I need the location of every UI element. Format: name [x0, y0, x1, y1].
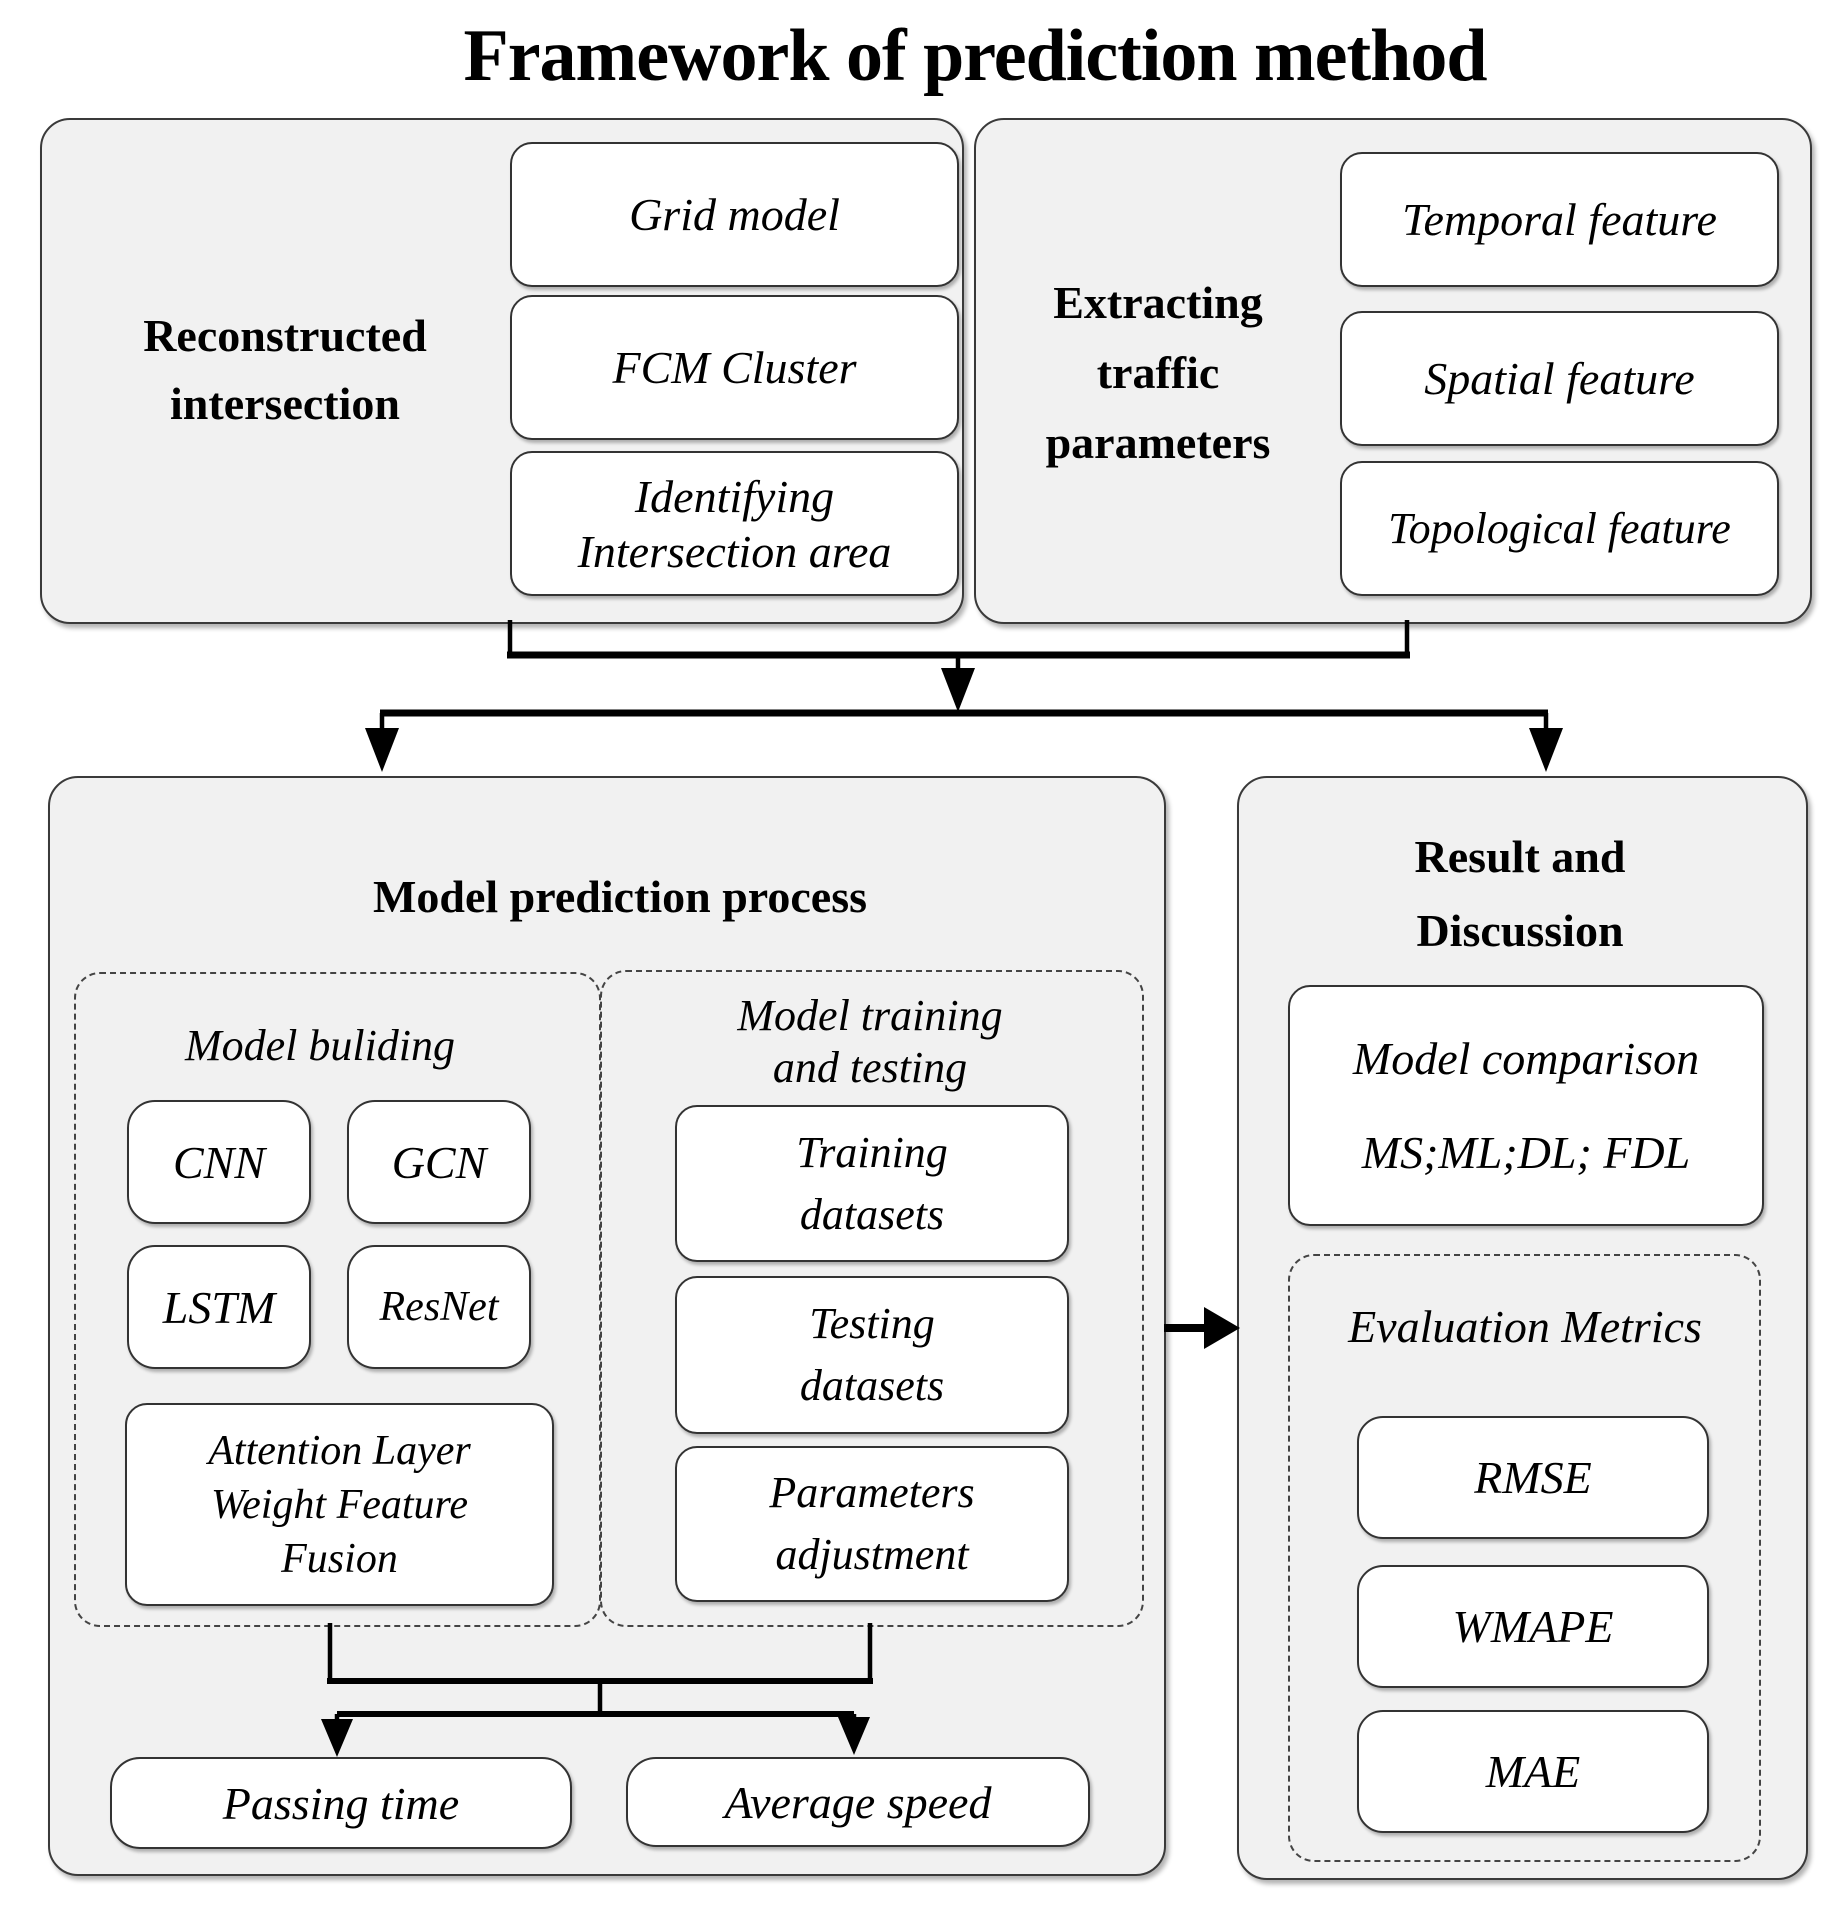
heading-line: traffic	[1096, 347, 1220, 398]
diagram-title: Framework of prediction method	[463, 15, 1488, 97]
node-model-comparison: Model comparison MS;ML;DL; FDL	[1288, 985, 1764, 1226]
node-label: FCM Cluster	[612, 342, 857, 393]
node-cnn: CNN	[127, 1100, 311, 1224]
node-gcn: GCN	[347, 1100, 531, 1224]
evaluation-metrics-heading: Evaluation Metrics	[1348, 1301, 1702, 1352]
node-label-line: datasets	[799, 1189, 945, 1239]
model-building-heading: Model buliding	[184, 1021, 456, 1070]
group-evaluation-metrics	[1288, 1254, 1761, 1862]
node-label: Temporal feature	[1402, 194, 1717, 245]
node-label-line: Fusion	[281, 1535, 398, 1582]
node-wmape: WMAPE	[1357, 1565, 1709, 1688]
node-label-line: Attention Layer	[208, 1427, 471, 1474]
node-testing-datasets: Testing datasets	[675, 1276, 1069, 1434]
node-resnet: ResNet	[347, 1245, 531, 1369]
heading-line: Extracting	[1053, 277, 1263, 328]
node-lstm: LSTM	[127, 1245, 311, 1369]
node-label: ResNet	[379, 1284, 499, 1330]
node-label-line: MS;ML;DL; FDL	[1361, 1126, 1691, 1178]
extracting-parameters-heading: Extracting traffic parameters	[940, 268, 1376, 478]
node-label-line: Weight Feature	[210, 1481, 468, 1528]
node-rmse: RMSE	[1357, 1416, 1709, 1539]
node-label-line: datasets	[799, 1361, 945, 1410]
heading-line: Result and	[1414, 831, 1626, 882]
node-label: Spatial feature	[1424, 353, 1695, 404]
model-training-heading: Model training and testing	[640, 990, 1100, 1094]
arrowhead-down-center	[941, 668, 975, 712]
heading-line: and testing	[772, 1043, 968, 1092]
node-label-line: Identifying	[634, 470, 835, 522]
arrowhead-right-result	[1204, 1307, 1240, 1349]
node-attention-fusion: Attention Layer Weight Feature Fusion	[125, 1403, 554, 1606]
heading-line: Discussion	[1416, 905, 1624, 956]
node-label: GCN	[391, 1136, 487, 1188]
node-identifying-intersection-area: Identifying Intersection area	[510, 451, 959, 596]
node-label-line: Training	[796, 1127, 948, 1177]
node-label: MAE	[1485, 1746, 1581, 1797]
node-temporal-feature: Temporal feature	[1340, 152, 1779, 287]
node-label: CNN	[172, 1136, 266, 1188]
reconstructed-intersection-heading: Reconstructed intersection	[60, 302, 510, 438]
panel-result-discussion	[1237, 776, 1808, 1880]
node-label-line: Testing	[809, 1299, 935, 1348]
node-label-line: Intersection area	[577, 525, 892, 577]
node-label-line: adjustment	[775, 1530, 969, 1579]
node-label: LSTM	[162, 1281, 276, 1333]
node-label-line: Parameters	[769, 1468, 975, 1517]
node-label: RMSE	[1474, 1452, 1592, 1503]
node-parameters-adjustment: Parameters adjustment	[675, 1446, 1069, 1602]
node-topological-feature: Topological feature	[1340, 461, 1779, 596]
result-discussion-heading: Result and Discussion	[1260, 820, 1780, 968]
heading-line: Reconstructed	[143, 310, 427, 361]
node-label: Average speed	[724, 1776, 992, 1828]
node-passing-time: Passing time	[110, 1757, 572, 1849]
node-training-datasets: Training datasets	[675, 1105, 1069, 1262]
model-prediction-heading: Model prediction process	[372, 871, 868, 922]
heading-line: intersection	[170, 378, 400, 429]
node-label: Passing time	[222, 1777, 460, 1829]
node-label: Grid model	[629, 189, 840, 240]
node-label: Topological feature	[1388, 504, 1731, 553]
node-mae: MAE	[1357, 1710, 1709, 1833]
arrowhead-down-model-panel	[365, 728, 399, 772]
node-spatial-feature: Spatial feature	[1340, 311, 1779, 446]
node-label-line: Model comparison	[1352, 1032, 1700, 1084]
node-average-speed: Average speed	[626, 1757, 1090, 1847]
heading-line: Model training	[737, 991, 1003, 1040]
node-grid-model: Grid model	[510, 142, 959, 287]
node-fcm-cluster: FCM Cluster	[510, 295, 959, 440]
heading-line: parameters	[1045, 417, 1271, 468]
arrowhead-down-result-panel	[1529, 728, 1563, 772]
node-label: WMAPE	[1452, 1601, 1614, 1652]
